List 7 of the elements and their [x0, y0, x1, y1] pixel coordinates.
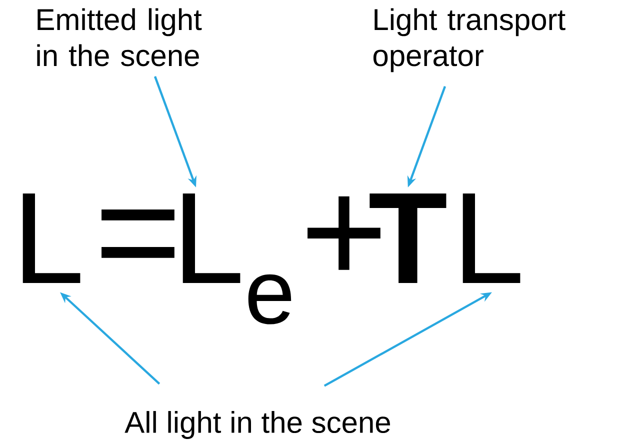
equation-operator: =	[102, 209, 174, 258]
equation-symbol: L	[462, 194, 520, 283]
annotation-text: Light transport operator	[373, 8, 566, 72]
annotation-text: All light in the scene	[124, 411, 390, 439]
annotation-text: Emitted light in the scene	[37, 8, 202, 66]
equation-symbol: L	[22, 194, 80, 283]
equation-symbol: L$_{e}$	[182, 194, 292, 324]
